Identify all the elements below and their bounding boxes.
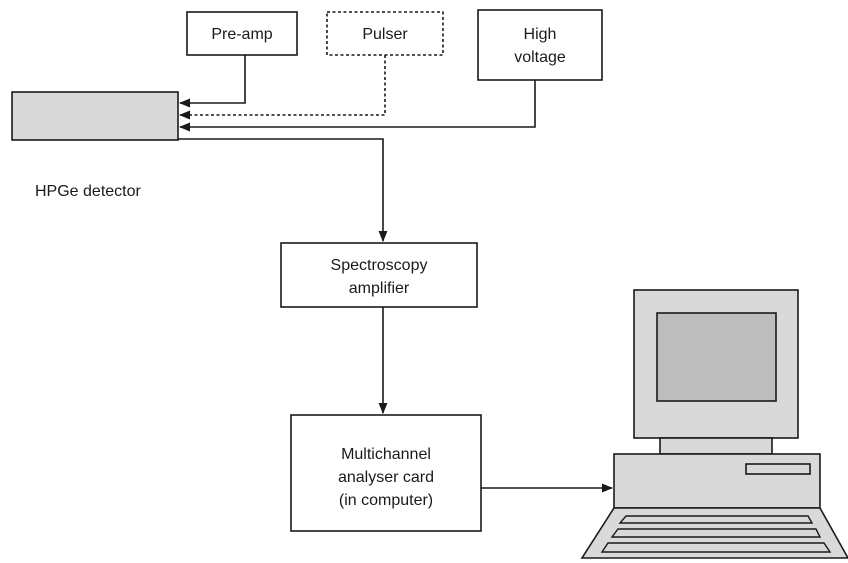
- preamp-to-detector-connector: [178, 55, 246, 108]
- amplifier-label-line2: amplifier: [349, 280, 410, 297]
- mca-label-line1: Multichannel: [341, 446, 431, 463]
- monitor-screen: [656, 312, 777, 402]
- high-voltage-label-line1: High: [524, 26, 557, 43]
- detector-label: HPGe detector: [35, 183, 142, 200]
- mca-label-line2: analyser card: [338, 469, 434, 486]
- mca-card-node: Multichannel analyser card (in computer): [290, 414, 482, 532]
- high-voltage-label-line2: voltage: [514, 49, 566, 66]
- pulser-label: Pulser: [362, 26, 408, 43]
- high-voltage-node: High voltage: [477, 9, 603, 81]
- detector-node: HPGe detector: [11, 91, 179, 200]
- preamp-node: Pre-amp: [186, 11, 298, 56]
- high-voltage-to-detector-connector: [178, 80, 536, 132]
- spectroscopy-amplifier-node: Spectroscopy amplifier: [280, 242, 478, 308]
- pulser-node: Pulser: [326, 11, 444, 56]
- desktop-computer-icon: [580, 289, 848, 559]
- mca-label-line3: (in computer): [339, 492, 433, 509]
- detector-to-amplifier-connector: [178, 138, 388, 243]
- pulser-to-detector-connector: [178, 55, 386, 120]
- amplifier-label-line1: Spectroscopy: [331, 257, 428, 274]
- preamp-label: Pre-amp: [211, 26, 272, 43]
